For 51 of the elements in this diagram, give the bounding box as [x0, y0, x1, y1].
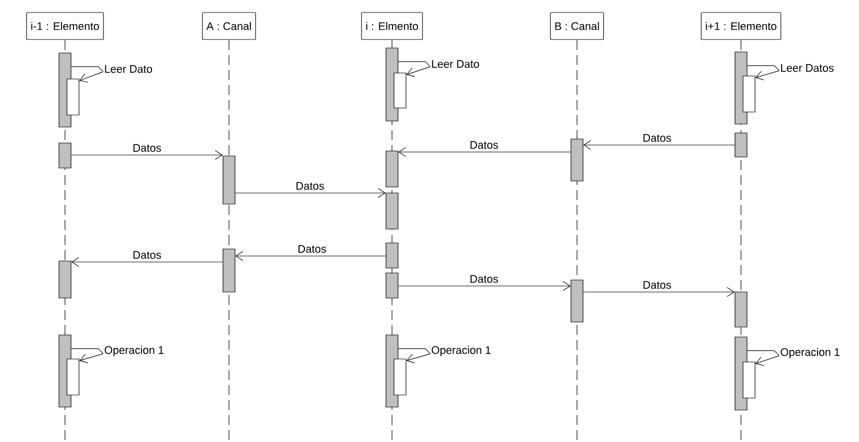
activation-bar: [58, 260, 72, 298]
message-label: Datos: [642, 280, 672, 290]
self-message-arrow: [747, 65, 780, 80]
activation-bar: [394, 358, 406, 396]
activation-bar: [222, 248, 236, 292]
message-label: Leer Dato: [103, 64, 154, 74]
activation-bar: [222, 156, 236, 204]
message-label: Datos: [294, 181, 326, 191]
message-label: Datos: [132, 250, 162, 260]
lifeline-header: i-1 : Elemento: [26, 12, 104, 40]
message-arrow: [398, 281, 571, 291]
message-label: Operacion 1: [779, 346, 842, 360]
activation-bar: [742, 76, 756, 112]
message-arrow: [583, 140, 735, 150]
activation-bar: [394, 72, 406, 108]
message-arrow: [71, 150, 223, 160]
activation-bar: [734, 292, 748, 328]
activation-bar: [66, 358, 80, 396]
message-label: Leer Datos: [779, 63, 836, 73]
message-label: Datos: [468, 140, 500, 150]
message-label: Datos: [468, 274, 500, 284]
activation-bar: [742, 362, 756, 398]
self-message-arrow: [398, 61, 431, 77]
message-label: Datos: [296, 244, 328, 254]
self-message-arrow: [747, 350, 780, 366]
activation-bar: [734, 132, 748, 158]
message-arrow: [583, 287, 735, 297]
lifeline-header: i+1 : Elemento: [700, 12, 782, 40]
activation-bar: [58, 142, 72, 168]
message-label: Operacion 1: [103, 344, 166, 358]
lifeline-header: B : Canal: [550, 12, 604, 40]
message-arrow: [235, 251, 386, 261]
activation-bar: [570, 138, 584, 182]
message-arrow: [235, 188, 386, 198]
activation-bar: [570, 280, 584, 322]
self-message-arrow: [398, 348, 431, 364]
self-message-arrow: [71, 66, 104, 83]
activation-bar: [386, 242, 398, 268]
activation-bar: [386, 192, 398, 230]
self-message-arrow: [71, 348, 104, 364]
message-label: Datos: [132, 143, 162, 153]
activation-bar: [386, 272, 398, 298]
message-label: Operacion 1: [430, 344, 492, 358]
activation-bar: [386, 150, 398, 188]
message-arrow: [71, 257, 223, 267]
message-label: Datos: [642, 133, 672, 143]
lifeline-header: i : Elmento: [361, 12, 423, 40]
message-arrow: [398, 147, 571, 157]
lifeline-header: A : Canal: [202, 12, 256, 40]
activation-bar: [66, 78, 80, 116]
message-label: Leer Dato: [430, 59, 481, 69]
